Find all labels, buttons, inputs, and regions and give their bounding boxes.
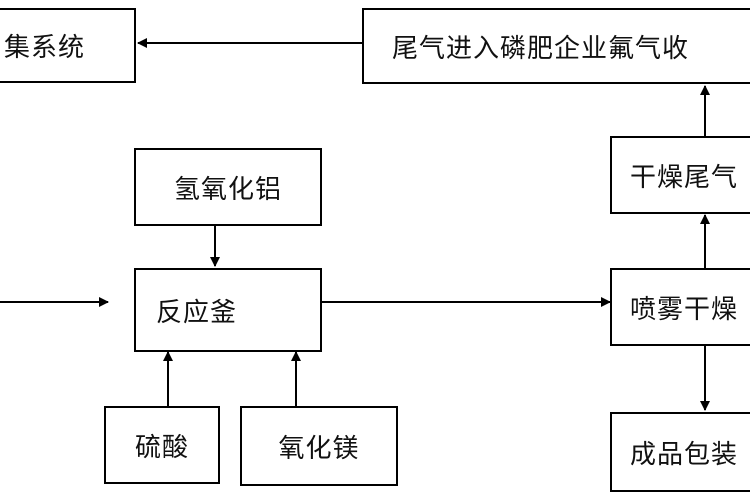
- box-magnesium-oxide-label: 氧化镁: [278, 433, 360, 464]
- box-tail-gas-to-fertilizer: 尾气进入磷肥企业氟气收: [362, 8, 750, 84]
- box-spray-dry: 喷雾干燥: [610, 268, 750, 346]
- box-tail-gas-to-fertilizer-label: 尾气进入磷肥企业氟气收: [392, 33, 690, 64]
- box-product-packaging-label: 成品包装: [630, 439, 739, 470]
- box-aluminum-hydroxide-label: 氢氧化铝: [173, 174, 282, 205]
- box-magnesium-oxide: 氧化镁: [240, 406, 398, 486]
- box-aluminum-hydroxide: 氢氧化铝: [134, 148, 322, 226]
- box-sulfuric-acid: 硫酸: [104, 406, 220, 484]
- box-spray-dry-label: 喷雾干燥: [630, 294, 739, 325]
- box-dry-tail-gas-label: 干燥尾气: [630, 162, 739, 193]
- box-product-packaging: 成品包装: [610, 412, 750, 492]
- box-collect-system-label: 集系统: [4, 33, 86, 63]
- box-reactor: 反应釜: [134, 268, 322, 352]
- box-dry-tail-gas: 干燥尾气: [610, 136, 750, 214]
- box-reactor-label: 反应釜: [156, 297, 238, 328]
- box-collect-system: 集系统: [0, 8, 136, 83]
- box-sulfuric-acid-label: 硫酸: [134, 432, 189, 463]
